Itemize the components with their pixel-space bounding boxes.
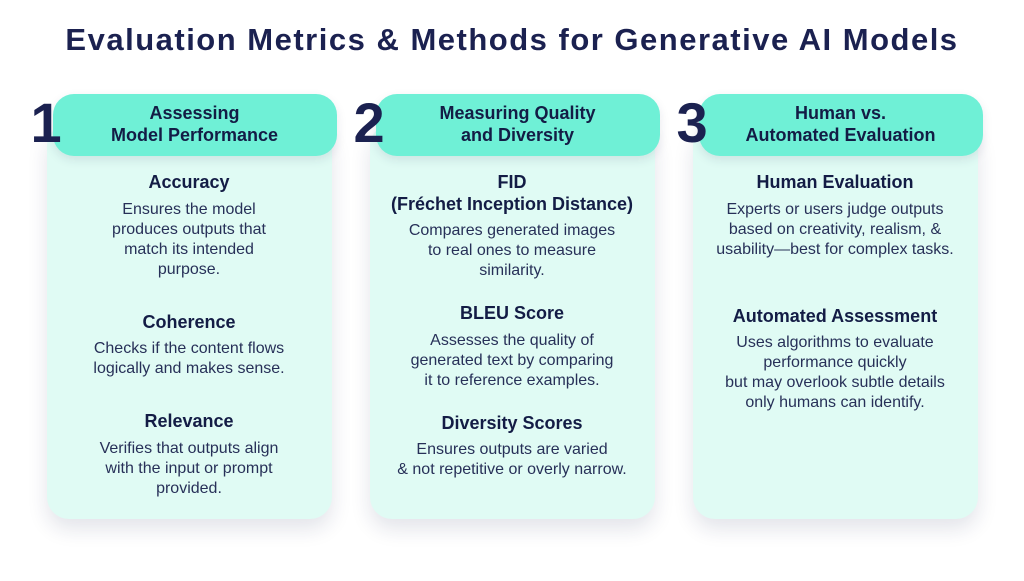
metric-item: Diversity Scores Ensures outputs are var… bbox=[397, 413, 626, 481]
columns-row: 1 Assessing Model Performance Accuracy E… bbox=[0, 94, 1024, 519]
metric-description: Experts or users judge outputs based on … bbox=[716, 200, 954, 258]
metric-description: Compares generated images to real ones t… bbox=[408, 222, 616, 280]
column-1: 1 Assessing Model Performance Accuracy E… bbox=[31, 94, 337, 519]
metric-description: Uses algorithms to evaluate performance … bbox=[725, 334, 945, 412]
metric-description: Ensures outputs are varied & not repetit… bbox=[397, 441, 627, 479]
metric-heading: Accuracy bbox=[148, 172, 230, 192]
metric-heading: BLEU Score bbox=[459, 303, 564, 324]
column-3-card: Human Evaluation Experts or users judge … bbox=[692, 124, 978, 519]
column-3-header: Human vs. Automated Evaluation bbox=[698, 94, 983, 156]
metric-description: Checks if the content flows logically an… bbox=[93, 340, 285, 378]
column-2-card: FID (Fréchet Inception Distance) Compare… bbox=[369, 124, 655, 519]
column-3-number: 3 bbox=[676, 91, 708, 154]
column-2: 2 Measuring Quality and Diversity FID (F… bbox=[354, 94, 660, 519]
column-3: 3 Human vs. Automated Evaluation Human E… bbox=[677, 94, 983, 519]
metric-item: Coherence Checks if the content flows lo… bbox=[93, 312, 284, 380]
column-2-number: 2 bbox=[353, 91, 385, 154]
metric-heading: FID (Fréchet Inception Distance) bbox=[390, 172, 634, 214]
metric-description: Assesses the quality of generated text b… bbox=[410, 331, 614, 389]
column-2-header: Measuring Quality and Diversity bbox=[375, 94, 660, 156]
column-1-number: 1 bbox=[30, 91, 62, 154]
metric-heading: Relevance bbox=[144, 411, 234, 432]
infographic: Evaluation Metrics & Methods for Generat… bbox=[0, 22, 1024, 519]
metric-heading: Diversity Scores bbox=[441, 412, 583, 433]
metric-heading: Human Evaluation bbox=[756, 172, 914, 192]
page-title: Evaluation Metrics & Methods for Generat… bbox=[65, 22, 959, 57]
metric-description: Ensures the model produces outputs that … bbox=[112, 200, 266, 278]
metric-item: Human Evaluation Experts or users judge … bbox=[716, 172, 953, 260]
metric-heading: Automated Assessment bbox=[732, 305, 938, 326]
metric-item: Automated Assessment Uses algorithms to … bbox=[725, 306, 945, 414]
metric-item: BLEU Score Assesses the quality of gener… bbox=[411, 303, 614, 391]
column-1-card: Accuracy Ensures the model produces outp… bbox=[46, 124, 332, 519]
metric-description: Verifies that outputs align with the inp… bbox=[99, 439, 279, 497]
metric-item: Relevance Verifies that outputs align wi… bbox=[100, 411, 279, 499]
metric-heading: Coherence bbox=[142, 311, 236, 332]
column-1-header: Assessing Model Performance bbox=[52, 94, 337, 156]
metric-item: Accuracy Ensures the model produces outp… bbox=[112, 172, 266, 280]
metric-item: FID (Fréchet Inception Distance) Compare… bbox=[391, 172, 633, 281]
